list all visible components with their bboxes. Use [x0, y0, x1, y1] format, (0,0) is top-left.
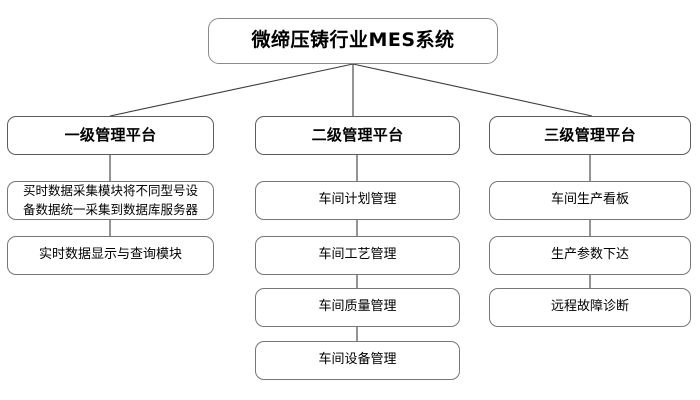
- root-node-label: 微缔压铸行业MES系统: [251, 29, 455, 52]
- leaf-node-col3-item-2-label: 生产参数下达: [550, 247, 629, 263]
- leaf-node-col2-item-1-label: 车间计划管理: [318, 192, 397, 208]
- leaf-node-col3-item-1-label: 车间生产看板: [550, 192, 629, 208]
- leaf-node-col1-item-1[interactable]: 买时数据采集模块将不同型号设 备数据统一采集到数据库服务器: [7, 181, 214, 220]
- leaf-node-col1-item-1-label: 买时数据采集模块将不同型号设 备数据统一采集到数据库服务器: [22, 183, 198, 217]
- level2-node-platform-2[interactable]: 二级管理平台: [255, 116, 460, 155]
- leaf-node-col1-item-2-label: 实时数据显示与查询模块: [38, 247, 182, 263]
- level2-node-platform-1-label: 一级管理平台: [64, 126, 157, 145]
- leaf-node-col2-item-2-label: 车间工艺管理: [318, 247, 397, 263]
- leaf-node-col1-item-2[interactable]: 实时数据显示与查询模块: [7, 236, 214, 275]
- leaf-node-col2-item-1[interactable]: 车间计划管理: [255, 181, 460, 220]
- leaf-node-col3-item-2[interactable]: 生产参数下达: [489, 236, 691, 275]
- level2-node-platform-3[interactable]: 三级管理平台: [489, 116, 691, 155]
- leaf-node-col3-item-3[interactable]: 远程故障诊断: [489, 288, 691, 327]
- leaf-node-col2-item-4[interactable]: 车间设备管理: [255, 341, 460, 380]
- leaf-node-col2-item-3-label: 车间质量管理: [318, 299, 397, 315]
- level2-node-platform-2-label: 二级管理平台: [311, 126, 404, 145]
- leaf-node-col3-item-3-label: 远程故障诊断: [550, 299, 629, 315]
- root-node-mes-system[interactable]: 微缔压铸行业MES系统: [208, 18, 498, 64]
- leaf-node-col3-item-1[interactable]: 车间生产看板: [489, 181, 691, 220]
- level2-node-platform-3-label: 三级管理平台: [544, 126, 636, 145]
- leaf-node-col2-item-2[interactable]: 车间工艺管理: [255, 236, 460, 275]
- level2-node-platform-1[interactable]: 一级管理平台: [7, 116, 214, 155]
- leaf-node-col2-item-4-label: 车间设备管理: [318, 352, 397, 368]
- leaf-node-col2-item-3[interactable]: 车间质量管理: [255, 288, 460, 327]
- connector-root-to-platform3: [352, 63, 593, 117]
- connector-root-to-platform1: [109, 63, 354, 117]
